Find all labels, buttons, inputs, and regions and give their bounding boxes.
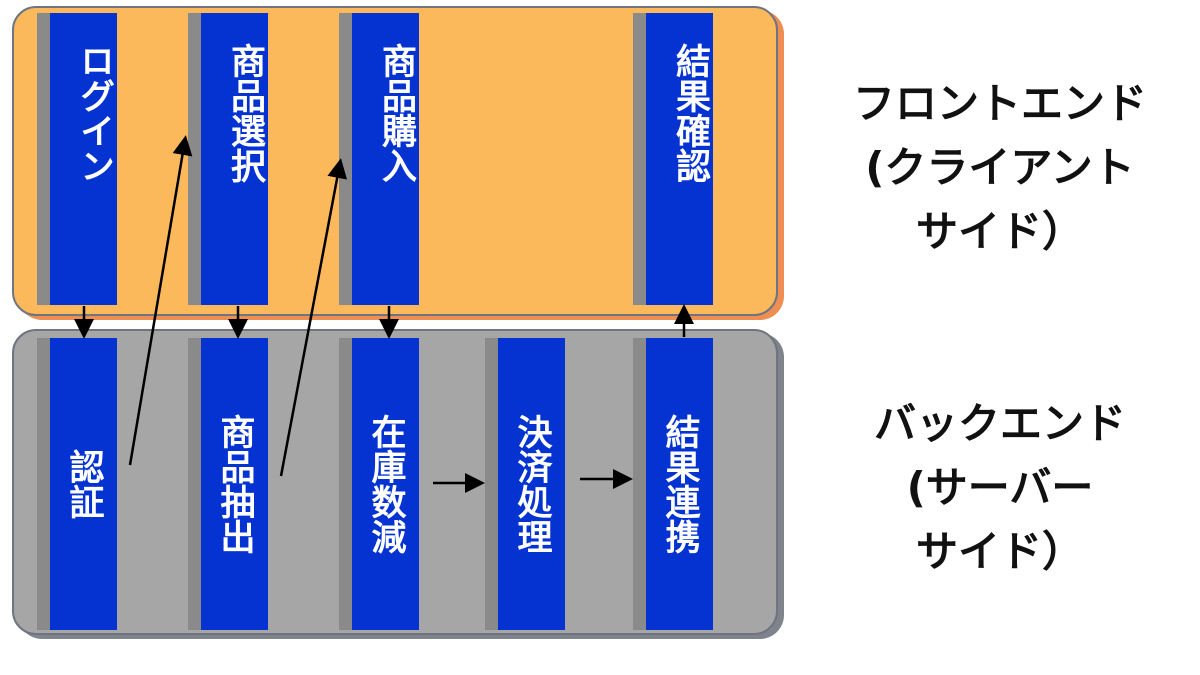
step-stock-decrease-label: 在庫数減 [365,414,406,554]
step-product-select-label: 商品選択 [225,43,265,183]
arrow-extract-to-purchase [279,158,348,477]
frontend-lane-label: フロントエンド (クライアント サイド） [852,79,1147,256]
step-product-extraction-label: 商品抽出 [214,414,255,554]
step-stock-decrease: 在庫数減 [339,338,419,630]
step-result-link-label: 結果連携 [659,414,700,554]
step-authentication: 認証 [37,338,117,630]
backend-lane-label: バックエンド (サーバー サイド） [873,399,1126,576]
step-result-check-label: 結果確認 [670,43,710,183]
step-result-link: 結果連携 [633,338,713,630]
step-product-purchase: 商品購入 [339,13,419,305]
step-login-label: ログイン [74,43,114,183]
step-result-check: 結果確認 [633,13,713,305]
step-product-purchase-label: 商品購入 [376,43,416,183]
step-login: ログイン [37,13,117,305]
step-authentication-label: 認証 [63,449,104,519]
step-payment-label: 決済処理 [511,414,552,554]
arrow-auth-to-select [128,135,193,466]
step-product-select: 商品選択 [188,13,268,305]
step-product-extraction: 商品抽出 [188,338,268,630]
step-payment: 決済処理 [485,338,565,630]
